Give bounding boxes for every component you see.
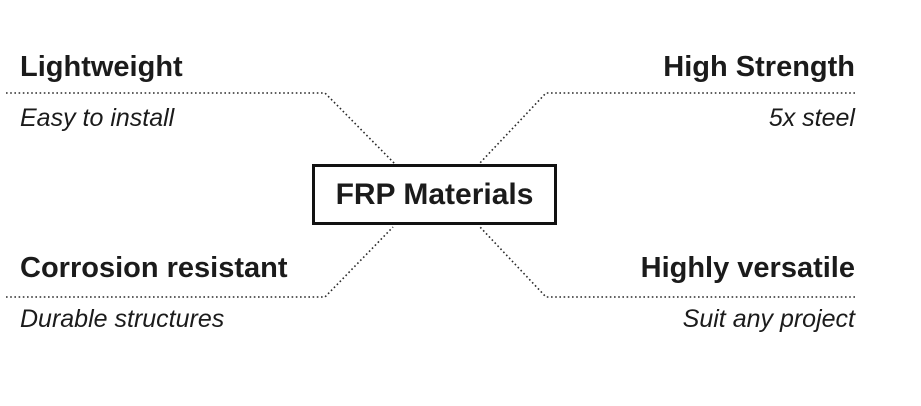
feature-bottom-left: Corrosion resistant Durable structures	[20, 251, 332, 334]
feature-top-right: High Strength 5x steel	[543, 50, 855, 133]
feature-bottom-right: Highly versatile Suit any project	[543, 251, 855, 334]
feature-title: Corrosion resistant	[20, 252, 288, 284]
center-node-label: FRP Materials	[335, 177, 534, 211]
feature-title: Highly versatile	[640, 252, 855, 284]
feature-subtitle: 5x steel	[768, 104, 855, 132]
connector-top-right	[478, 92, 855, 165]
feature-subtitle: Durable structures	[20, 305, 225, 333]
feature-top-left: Lightweight Easy to install	[20, 50, 332, 133]
center-node: FRP Materials	[312, 164, 557, 225]
feature-subtitle: Suit any project	[682, 305, 855, 333]
connector-bottom-left	[6, 226, 394, 298]
feature-title: Lightweight	[20, 51, 183, 83]
feature-subtitle: Easy to install	[20, 104, 175, 132]
connector-top-left	[6, 92, 396, 165]
feature-title: High Strength	[663, 51, 855, 83]
